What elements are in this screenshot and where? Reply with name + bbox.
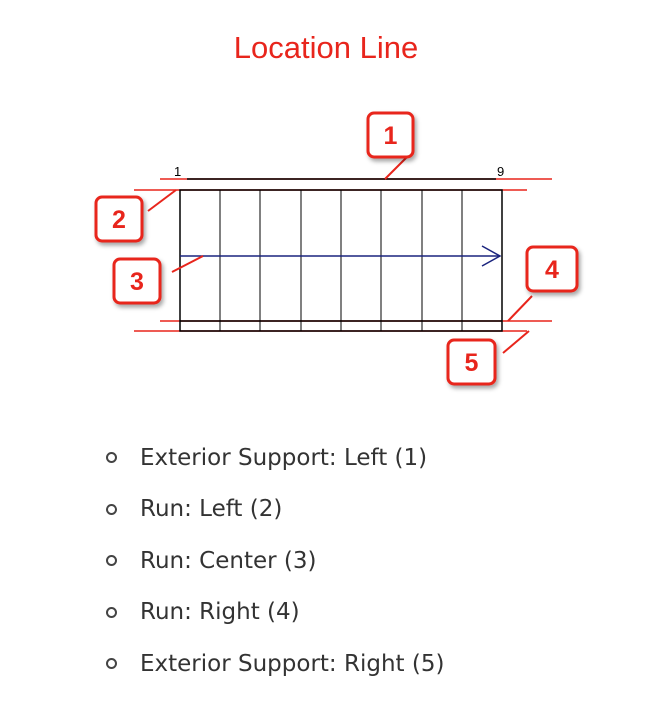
callout-5 bbox=[446, 338, 497, 386]
arrow-head-icon bbox=[481, 245, 502, 267]
start-riser-number: 1 bbox=[174, 164, 181, 179]
callout-2-number: 2 bbox=[112, 206, 126, 234]
list-item: Run: Left (2) bbox=[100, 484, 444, 536]
list-item: Run: Center (3) bbox=[100, 535, 444, 587]
end-riser-number: 9 bbox=[497, 164, 504, 179]
list-item-label: Exterior Support: Left (1) bbox=[140, 444, 428, 471]
list-item-label: Exterior Support: Right (5) bbox=[140, 650, 445, 677]
leader-1 bbox=[384, 155, 409, 180]
callout-1 bbox=[366, 111, 415, 159]
list-item: Run: Right (4) bbox=[100, 587, 444, 639]
bullet-icon bbox=[106, 606, 117, 618]
callout-3-number: 3 bbox=[130, 268, 144, 296]
leader-3 bbox=[171, 255, 204, 273]
bullet-icon bbox=[106, 658, 117, 670]
callout-5-number: 5 bbox=[465, 349, 479, 377]
bullet-icon bbox=[106, 503, 117, 515]
list-item-label: Run: Center (3) bbox=[140, 547, 317, 574]
list-item-label: Run: Right (4) bbox=[140, 599, 300, 626]
callout-4-number: 4 bbox=[545, 256, 559, 284]
leader-5 bbox=[502, 330, 530, 354]
callout-leaders bbox=[147, 155, 533, 354]
leader-2 bbox=[147, 189, 177, 212]
bullet-icon bbox=[106, 555, 117, 567]
stair-treads bbox=[219, 190, 463, 331]
leader-4 bbox=[507, 295, 533, 322]
list-item: Exterior Support: Right (5) bbox=[100, 638, 444, 690]
location-line-options-list: Exterior Support: Left (1) Run: Left (2)… bbox=[100, 432, 444, 690]
list-item: Exterior Support: Left (1) bbox=[100, 432, 444, 484]
callout-3 bbox=[112, 257, 162, 305]
list-item-label: Run: Left (2) bbox=[140, 496, 283, 523]
callout-1-number: 1 bbox=[384, 122, 398, 150]
callout-4 bbox=[525, 245, 579, 293]
callout-2 bbox=[94, 195, 144, 243]
diagram-title: Location Line bbox=[233, 30, 419, 65]
stair-location-line-diagram: 1 9 1 2 3 4 5 bbox=[94, 111, 579, 386]
bullet-icon bbox=[106, 452, 117, 464]
